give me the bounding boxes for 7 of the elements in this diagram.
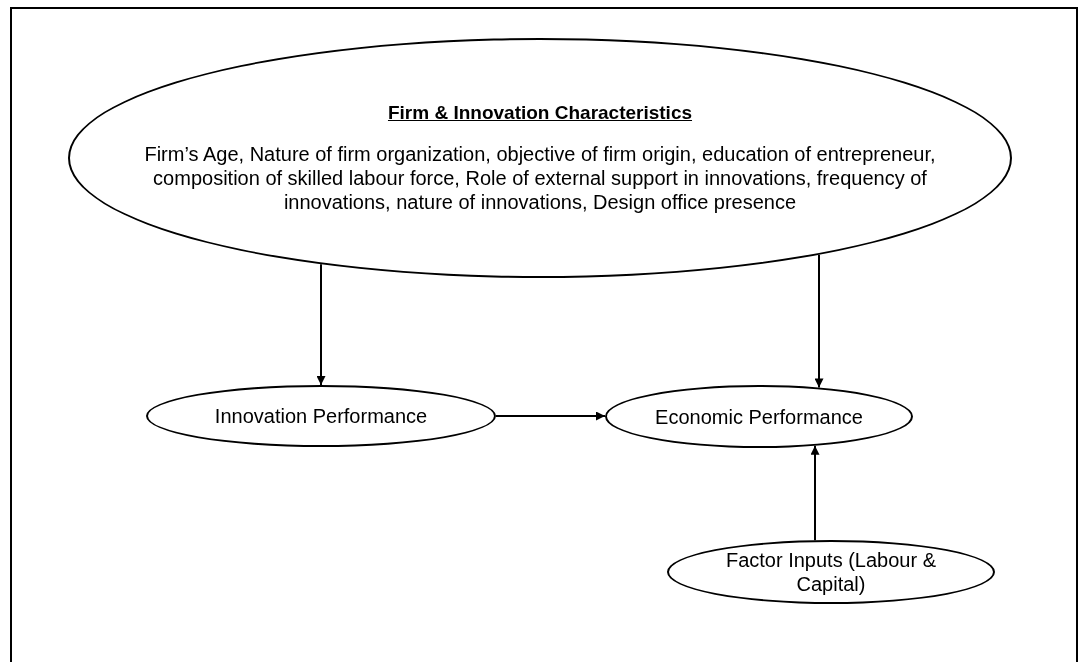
arrow <box>495 411 606 421</box>
node-text: Innovation Performance <box>214 404 428 428</box>
node-text: Firm’s Age, Nature of firm organization, objective of firm origin, education of entrepreneur, composition of skilled labour force, Role of external support in innovations, frequency of innovations, nature of innovations, Design office presence <box>143 142 937 214</box>
node-heading: Firm & Innovation Characteristics <box>387 102 693 124</box>
node-text: Factor Inputs (Labour & Capital) <box>724 548 938 596</box>
node-text: Economic Performance <box>655 404 863 429</box>
arrow <box>316 263 326 386</box>
